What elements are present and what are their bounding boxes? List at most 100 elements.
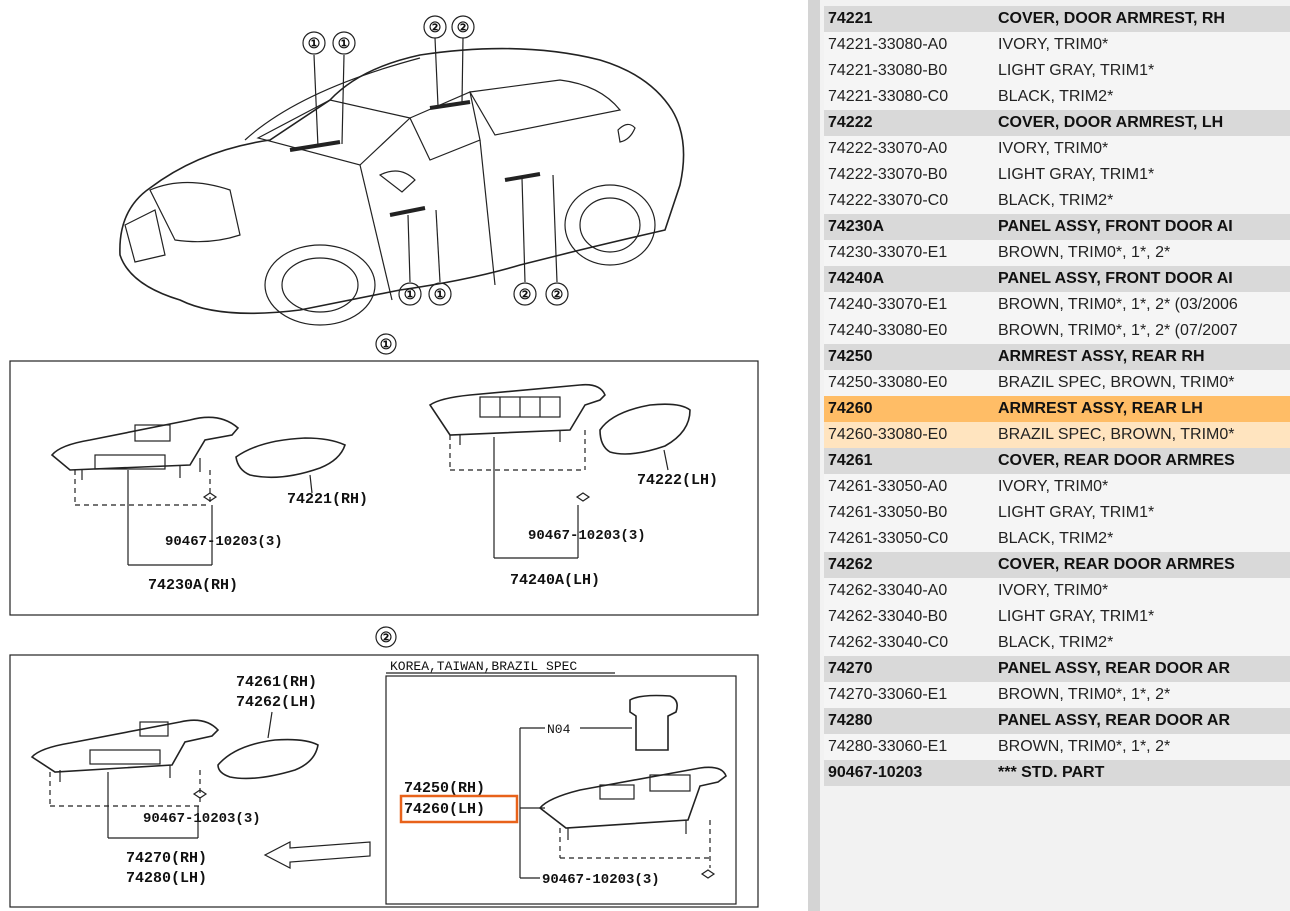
section1-frame xyxy=(9,360,759,616)
spec-inner-frame xyxy=(385,675,737,905)
rear-lh-armrest-assy xyxy=(538,766,727,840)
part-number: 74222-33070-A0 xyxy=(828,140,948,157)
part-description: BROWN, TRIM0*, 1*, 2* xyxy=(998,244,1171,261)
part-number-row[interactable]: 74222-33070-C0 BLACK, TRIM2* xyxy=(824,188,1290,214)
part-number: 74262-33040-A0 xyxy=(828,582,948,599)
part-group-row[interactable]: 74222 COVER, DOOR ARMREST, LH xyxy=(824,110,1290,136)
part-group-row[interactable]: 74261 COVER, REAR DOOR ARMRES xyxy=(824,448,1290,474)
part-description: COVER, DOOR ARMREST, LH xyxy=(998,114,1224,131)
part-number-row[interactable]: 74261-33050-B0 LIGHT GRAY, TRIM1* xyxy=(824,500,1290,526)
label-clip-d: 90467-10203(3) xyxy=(542,872,660,888)
label-clip-b: 90467-10203(3) xyxy=(528,528,646,544)
part-description: PANEL ASSY, REAR DOOR AR xyxy=(998,660,1231,677)
part-description: *** STD. PART xyxy=(998,764,1105,781)
part-number: 74240A xyxy=(828,270,885,287)
part-number: 74260-33080-E0 xyxy=(828,426,948,443)
part-number: 90467-10203 xyxy=(828,764,923,781)
panel-divider[interactable] xyxy=(808,0,820,911)
part-group-row[interactable]: 74280 PANEL ASSY, REAR DOOR AR xyxy=(824,708,1290,734)
part-description: IVORY, TRIM0* xyxy=(998,140,1109,157)
label-74222: 74222(LH) xyxy=(637,472,718,489)
part-number: 74221-33080-B0 xyxy=(828,62,948,79)
section1-marker: ① xyxy=(380,338,393,354)
part-number: 74261-33050-B0 xyxy=(828,504,948,521)
part-description: PANEL ASSY, FRONT DOOR AI xyxy=(998,270,1233,287)
n04-switch-part xyxy=(629,694,678,751)
part-group-row[interactable]: 74240A PANEL ASSY, FRONT DOOR AI xyxy=(824,266,1290,292)
part-group-row[interactable]: 74260 ARMREST ASSY, REAR LH xyxy=(824,396,1290,422)
parts-diagram: ① ① ② ② ① ① ② ② ① 74221(RH) 90467-10203(… xyxy=(9,15,759,908)
part-description: BRAZIL SPEC, BROWN, TRIM0* xyxy=(998,426,1235,443)
part-group-row[interactable]: 90467-10203 *** STD. PART xyxy=(824,760,1290,786)
section2-frame xyxy=(9,654,759,908)
part-description: BROWN, TRIM0*, 1*, 2* (03/2006 xyxy=(998,296,1238,313)
label-74270: 74270(RH) xyxy=(126,850,207,867)
label-74250: 74250(RH) xyxy=(404,780,485,797)
part-description: IVORY, TRIM0* xyxy=(998,478,1109,495)
label-74260[interactable]: 74260(LH) xyxy=(404,801,485,818)
part-description: ARMREST ASSY, REAR RH xyxy=(998,348,1205,365)
part-number: 74280 xyxy=(828,712,873,729)
overview-callout: ② xyxy=(457,21,470,37)
label-74230a: 74230A(RH) xyxy=(148,577,238,594)
part-number: 74260 xyxy=(828,400,873,417)
arrow-icon xyxy=(263,841,371,869)
part-number-row[interactable]: 74262-33040-B0 LIGHT GRAY, TRIM1* xyxy=(824,604,1290,630)
section2-marker: ② xyxy=(380,631,393,647)
front-lh-switch-panel xyxy=(428,383,606,445)
part-number: 74262 xyxy=(828,556,873,573)
label-74280: 74280(LH) xyxy=(126,870,207,887)
part-group-row[interactable]: 74250 ARMREST ASSY, REAR RH xyxy=(824,344,1290,370)
part-description: LIGHT GRAY, TRIM1* xyxy=(998,62,1155,79)
label-n04: N04 xyxy=(547,722,571,737)
overview-callout: ① xyxy=(308,37,321,53)
part-number: 74261 xyxy=(828,452,873,469)
part-number: 74221 xyxy=(828,10,873,27)
overview-callout: ② xyxy=(519,288,532,304)
label-74261: 74261(RH) xyxy=(236,674,317,691)
front-rh-switch-panel xyxy=(50,416,240,480)
part-description: BROWN, TRIM0*, 1*, 2* (07/2007 xyxy=(998,322,1238,339)
part-description: PANEL ASSY, REAR DOOR AR xyxy=(998,712,1231,729)
rear-switch-panel xyxy=(30,719,220,782)
part-number: 74250 xyxy=(828,348,873,365)
part-description: COVER, REAR DOOR ARMRES xyxy=(998,452,1235,469)
part-number: 74250-33080-E0 xyxy=(828,374,948,391)
part-description: PANEL ASSY, FRONT DOOR AI xyxy=(998,218,1233,235)
part-number-row[interactable]: 74260-33080-E0 BRAZIL SPEC, BROWN, TRIM0* xyxy=(824,422,1290,448)
part-description: BLACK, TRIM2* xyxy=(998,88,1114,105)
part-number: 74270-33060-E1 xyxy=(828,686,948,703)
part-number: 74262-33040-B0 xyxy=(828,608,948,625)
part-number: 74222-33070-C0 xyxy=(828,192,949,209)
part-description: LIGHT GRAY, TRIM1* xyxy=(998,608,1155,625)
part-number-row[interactable]: 74262-33040-C0 BLACK, TRIM2* xyxy=(824,630,1290,656)
part-description: ARMREST ASSY, REAR LH xyxy=(998,400,1203,417)
overview-callout: ② xyxy=(429,21,442,37)
part-number: 74262-33040-C0 xyxy=(828,634,949,651)
part-description: BLACK, TRIM2* xyxy=(998,634,1114,651)
part-number-row[interactable]: 74221-33080-B0 LIGHT GRAY, TRIM1* xyxy=(824,58,1290,84)
label-spec: KOREA,TAIWAN,BRAZIL SPEC xyxy=(390,659,577,674)
part-description: BLACK, TRIM2* xyxy=(998,192,1114,209)
part-description: LIGHT GRAY, TRIM1* xyxy=(998,504,1155,521)
part-number: 74222 xyxy=(828,114,873,131)
part-number-row[interactable]: 74222-33070-A0 IVORY, TRIM0* xyxy=(824,136,1290,162)
label-clip-c: 90467-10203(3) xyxy=(143,811,261,827)
overview-callout: ① xyxy=(404,288,417,304)
